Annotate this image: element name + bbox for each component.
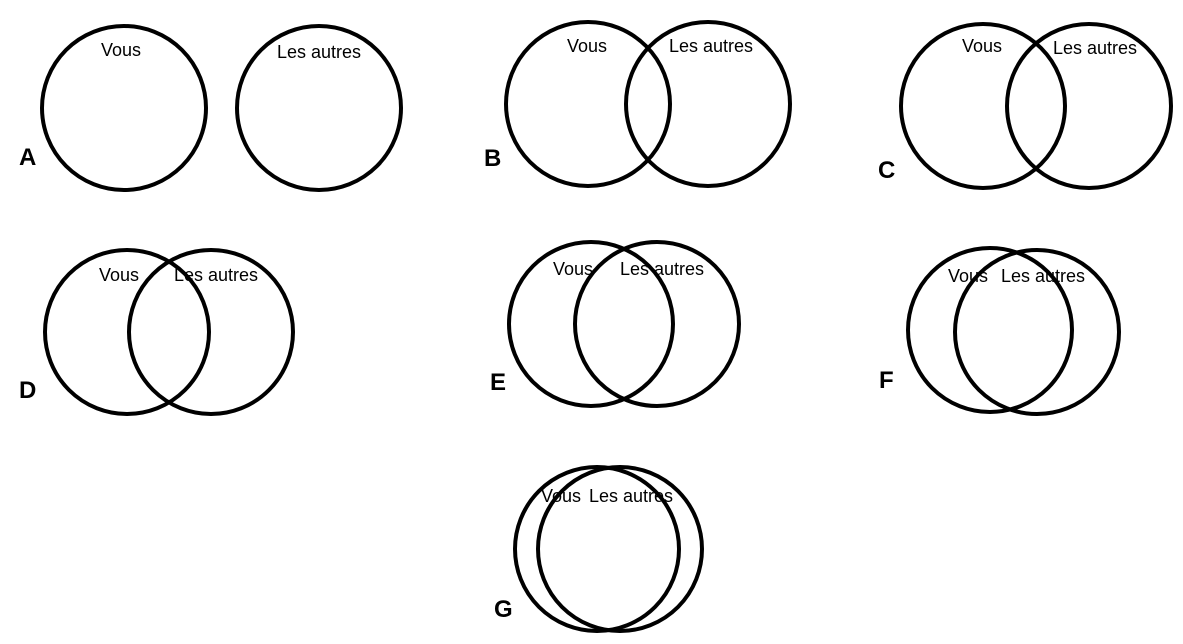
self-circle <box>906 246 1074 414</box>
option-d[interactable]: Vous Les autres D <box>19 248 295 416</box>
option-a[interactable]: Vous Les autres A <box>19 24 403 192</box>
option-c[interactable]: Vous Les autres C <box>878 22 1173 190</box>
others-circle <box>127 248 295 416</box>
self-circle <box>504 20 672 188</box>
option-letter: C <box>878 157 895 184</box>
self-label: Vous <box>101 40 141 60</box>
others-circle <box>536 465 704 633</box>
others-label: Les autres <box>1053 38 1137 58</box>
self-circle <box>507 240 675 408</box>
option-e[interactable]: Vous Les autres E <box>490 240 741 408</box>
self-label: Vous <box>962 36 1002 56</box>
option-letter: G <box>494 596 513 623</box>
others-label: Les autres <box>1001 266 1085 286</box>
self-circle <box>513 465 681 633</box>
self-circle <box>43 248 211 416</box>
option-letter: A <box>19 144 36 171</box>
others-circle <box>953 248 1121 416</box>
option-f[interactable]: Vous Les autres F <box>879 246 1121 416</box>
self-label: Vous <box>99 265 139 285</box>
self-label: Vous <box>567 36 607 56</box>
self-label: Vous <box>541 486 581 506</box>
others-label: Les autres <box>174 265 258 285</box>
option-b[interactable]: Vous Les autres B <box>484 20 792 188</box>
self-circle <box>899 22 1067 190</box>
others-label: Les autres <box>669 36 753 56</box>
option-letter: E <box>490 369 506 396</box>
option-g[interactable]: Vous Les autres G <box>494 465 704 633</box>
others-label: Les autres <box>620 259 704 279</box>
others-circle <box>235 24 403 192</box>
others-circle <box>624 20 792 188</box>
self-label: Vous <box>553 259 593 279</box>
self-circle <box>40 24 208 192</box>
option-letter: B <box>484 145 501 172</box>
option-letter: F <box>879 367 894 394</box>
self-label: Vous <box>948 266 988 286</box>
others-label: Les autres <box>277 42 361 62</box>
others-circle <box>573 240 741 408</box>
option-letter: D <box>19 377 36 404</box>
others-label: Les autres <box>589 486 673 506</box>
others-circle <box>1005 22 1173 190</box>
